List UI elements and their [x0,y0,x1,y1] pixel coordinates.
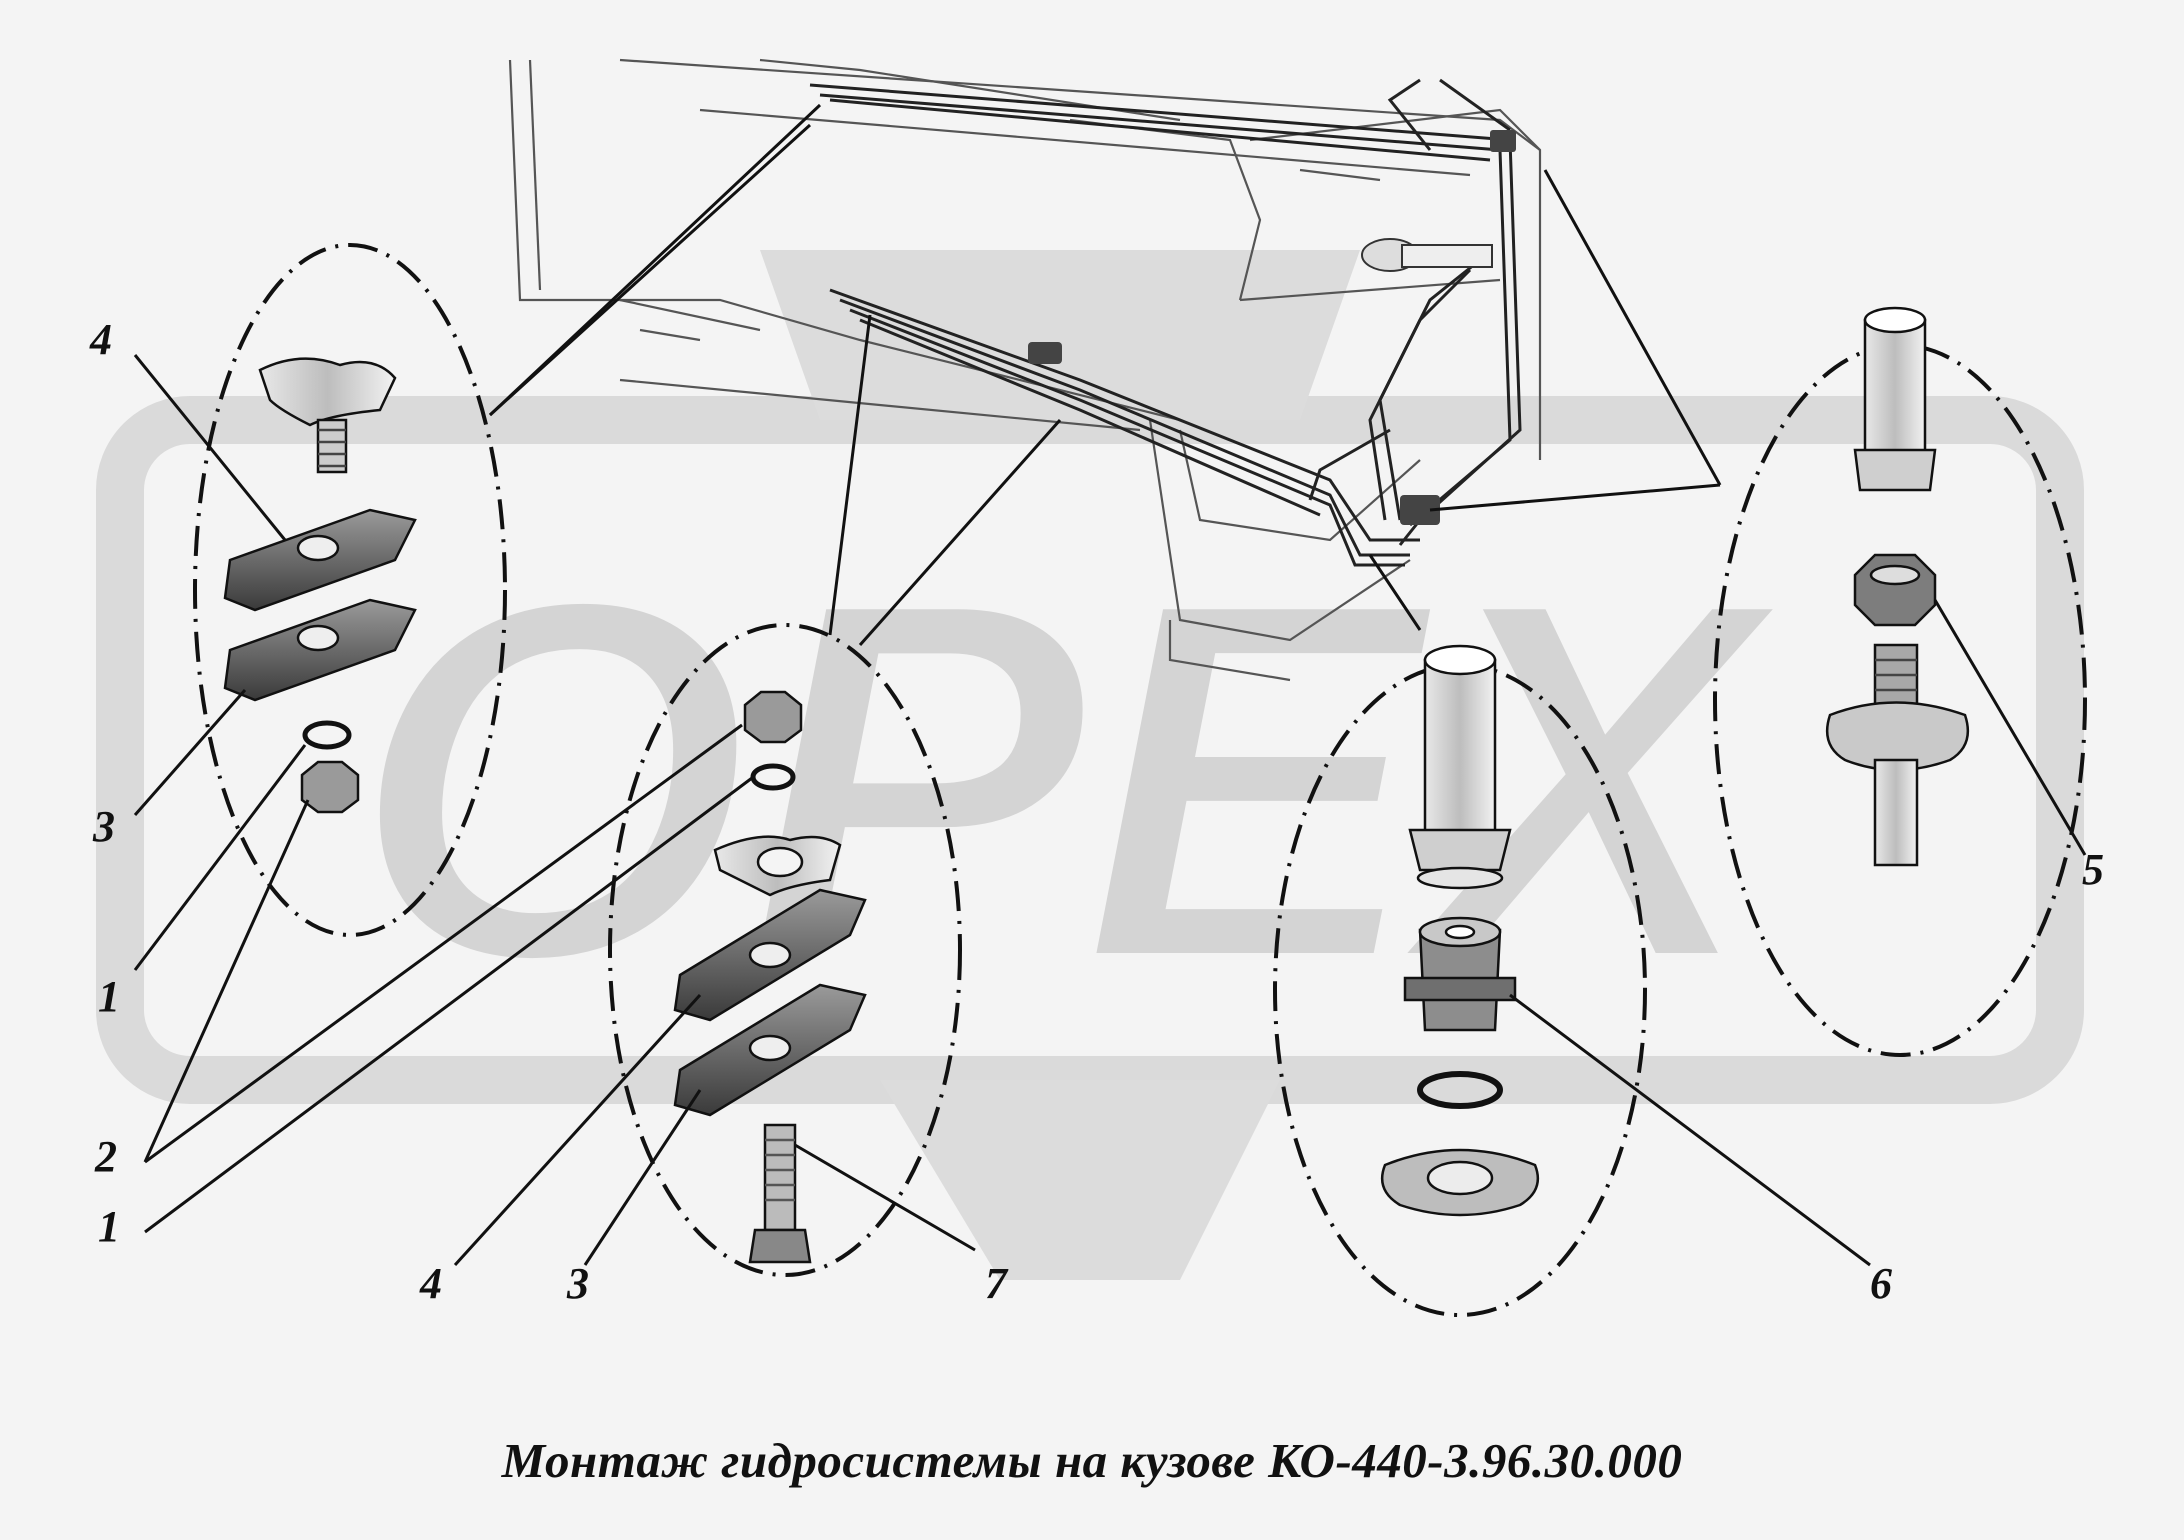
callout-2: 2 [95,1132,117,1181]
left-detail-parts [223,357,417,814]
fitting-detail-parts [1380,644,1540,1217]
pipe-clamps [1028,130,1516,525]
center-detail-parts [673,690,867,1264]
connector-lines [488,103,1722,646]
right-detail-parts [1825,306,1970,867]
callout-3-left: 3 [93,802,115,851]
figure-caption: Монтаж гидросистемы на кузове КО-440-3.9… [501,1433,1683,1488]
watermark-text: OPEX [348,490,1790,1071]
watermark-logo: OPEX [96,250,2084,1280]
callout-7: 7 [985,1259,1007,1308]
hydraulic-pipes [809,78,1522,567]
callout-6: 6 [1870,1259,1892,1308]
callout-5: 5 [2082,845,2104,894]
callout-4-left: 4 [90,315,112,364]
truck-body [508,58,1542,682]
callout-3-center: 3 [567,1259,589,1308]
callout-1-center: 1 [98,1202,120,1251]
callout-4-center: 4 [420,1259,442,1308]
leader-lines [133,354,2087,1267]
callout-1-left: 1 [98,972,120,1021]
